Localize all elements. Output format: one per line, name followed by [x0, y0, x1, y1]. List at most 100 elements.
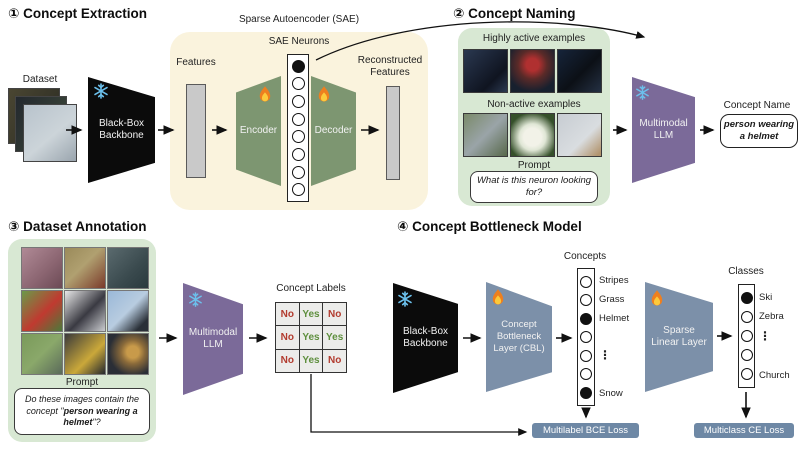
dataset-image-front	[23, 104, 77, 162]
annotation-image	[107, 247, 149, 289]
prompt-prefix: Do these images contain the concept "	[24, 393, 140, 416]
features-label: Features	[176, 57, 216, 68]
cbl-line2: Bottleneck	[496, 331, 542, 343]
classes-label: Classes	[728, 266, 764, 277]
label-cell: No	[276, 326, 299, 349]
neuron	[740, 311, 753, 323]
multilabel-bce-loss: Multilabel BCE Loss	[532, 423, 639, 438]
node-label: Ski	[759, 291, 773, 303]
panel1-title: ① Concept Extraction	[8, 6, 147, 21]
neuron	[740, 349, 753, 361]
neuron	[291, 112, 305, 126]
recon-line2: Features	[370, 66, 410, 78]
label-cell: Yes	[323, 326, 347, 349]
neuron	[580, 294, 592, 306]
node-label: Church	[759, 369, 790, 381]
concept-bottleneck-layer: Concept Bottleneck Layer (CBL)	[486, 282, 552, 392]
classes-column	[738, 284, 755, 388]
annotation-image	[107, 290, 149, 332]
annotation-prompt-box: Do these images contain the concept "per…	[14, 388, 150, 435]
neuron	[580, 349, 592, 362]
active-example-image	[557, 49, 602, 93]
llm2-line2: LLM	[203, 339, 223, 350]
node-label: Zebra	[759, 311, 784, 322]
encoder-block: Encoder	[236, 76, 281, 186]
decoder-label: Decoder	[314, 124, 353, 136]
annotation-image	[64, 247, 106, 289]
sae-neuron-column	[287, 54, 309, 202]
llm2-line1: Multimodal	[188, 326, 238, 338]
concept-name-label: Concept Name	[723, 100, 791, 111]
multimodal-llm-2: Multimodal LLM	[183, 283, 243, 395]
cbl-line3: Layer (CBL)	[493, 342, 545, 354]
reconstructed-features-label: Reconstructed Features	[353, 55, 427, 78]
annotation-image-grid	[21, 247, 149, 375]
neuron-active	[580, 312, 592, 325]
neuron	[740, 330, 753, 342]
annotation-image	[64, 290, 106, 332]
ce-loss-text: Multiclass CE Loss	[703, 425, 785, 436]
blackbox-backbone-2: Black-Box Backbone	[393, 283, 458, 393]
highly-active-label: Highly active examples	[482, 33, 586, 44]
concepts-label: Concepts	[563, 251, 607, 262]
active-example-image	[510, 49, 555, 93]
backbone2-line1: Black-Box	[402, 325, 448, 337]
backbone1-line1: Black-Box	[98, 117, 144, 129]
neuron-active	[580, 386, 592, 399]
multimodal-llm-1: Multimodal LLM	[632, 77, 695, 183]
node-label	[759, 349, 790, 362]
recon-line1: Reconstructed	[357, 55, 423, 66]
reconstructed-features-bar	[386, 86, 400, 180]
label-cell: Yes	[299, 349, 323, 372]
annotation-image	[21, 247, 63, 289]
active-example-image	[463, 49, 508, 93]
annotation-image	[21, 290, 63, 332]
label-cell: No	[323, 303, 347, 326]
annotation-image	[107, 333, 149, 375]
label-cell: Yes	[299, 303, 323, 326]
concept-name-text: person wearing a helmet	[723, 118, 795, 142]
nonactive-example-image	[557, 113, 602, 157]
prompt-label-2: Prompt	[517, 160, 551, 171]
concept-labels-title: Concept Labels	[276, 283, 346, 294]
label-cell: No	[276, 303, 299, 326]
node-label	[599, 331, 629, 344]
panel4-title: ④ Concept Bottleneck Model	[397, 219, 582, 234]
node-label: Snow	[599, 388, 623, 400]
neuron	[740, 368, 753, 380]
features-bar	[186, 84, 206, 178]
llm1-line1: Multimodal	[639, 117, 688, 129]
ellipsis: ⋮	[759, 328, 771, 343]
neuron-prompt-box: What is this neuron looking for?	[470, 171, 598, 203]
blackbox-backbone-1: Black-Box Backbone	[88, 77, 155, 183]
neuron	[291, 183, 305, 197]
dataset-label: Dataset	[22, 74, 58, 85]
decoder-block: Decoder	[311, 76, 356, 186]
sparse-line2: Linear Layer	[651, 337, 707, 348]
prompt-suffix: "?	[92, 417, 101, 428]
panel3-title: ③ Dataset Annotation	[8, 219, 147, 234]
sae-title: Sparse Autoencoder (SAE)	[238, 14, 360, 25]
annotation-image	[64, 333, 106, 375]
neuron	[291, 94, 305, 108]
concepts-column	[577, 268, 595, 406]
neuron-active	[291, 59, 305, 73]
prompt-bold-concept: person wearing a helmet	[63, 405, 138, 428]
sparse-line1: Sparse	[663, 324, 695, 336]
backbone2-line2: Backbone	[403, 338, 448, 349]
label-cell: No	[323, 349, 347, 372]
concept-name-box: person wearing a helmet	[720, 114, 798, 148]
multiclass-ce-loss: Multiclass CE Loss	[694, 423, 794, 438]
encoder-label: Encoder	[239, 124, 278, 136]
sae-neurons-label: SAE Neurons	[268, 36, 330, 47]
node-label: Stripes	[599, 274, 629, 286]
neuron	[291, 77, 305, 91]
neuron-active	[740, 292, 753, 304]
neuron	[580, 275, 592, 288]
sparse-linear-layer: Sparse Linear Layer	[645, 282, 713, 392]
llm1-line2: LLM	[653, 130, 674, 141]
ellipsis: ⋮	[599, 348, 611, 363]
